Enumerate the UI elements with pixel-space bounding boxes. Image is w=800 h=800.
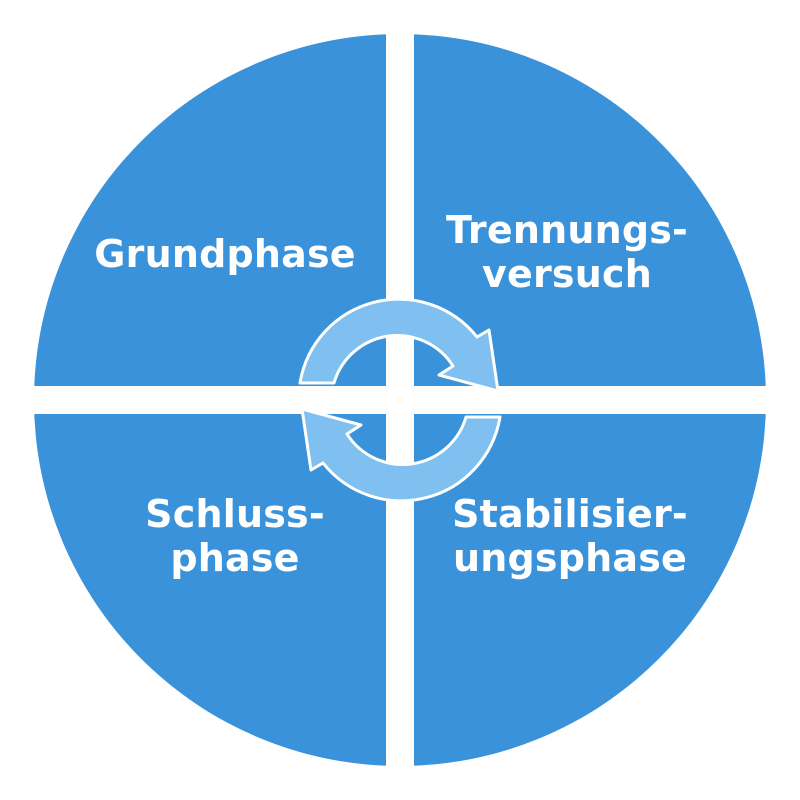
label-line: phase: [170, 536, 300, 580]
label-line: Grundphase: [94, 232, 356, 276]
label-line: Schluss-: [145, 492, 325, 536]
label-line: Stabilisier-: [452, 492, 688, 536]
cycle-arrow-lower: [300, 407, 502, 503]
label-line: Trennungs-: [445, 208, 689, 252]
quadrant-label-trennungsversuch: Trennungs- versuch: [432, 208, 702, 296]
label-line: ungsphase: [452, 536, 687, 580]
label-line: versuch: [482, 252, 652, 296]
quadrant-label-stabilisierungsphase: Stabilisier- ungsphase: [432, 492, 708, 580]
quadrant-label-schlussphase: Schluss- phase: [100, 492, 370, 580]
cycle-arrow-upper: [298, 297, 500, 393]
cycle-arrows-icon: [298, 297, 502, 503]
quadrant-label-grundphase: Grundphase: [90, 232, 360, 276]
